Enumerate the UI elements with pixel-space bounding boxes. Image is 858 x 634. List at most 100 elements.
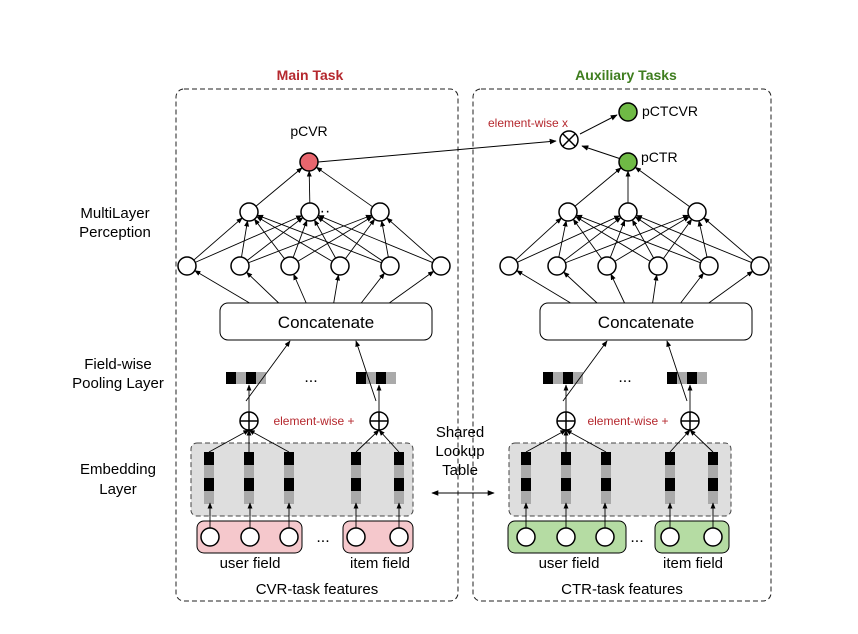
edge: [614, 216, 690, 262]
input-node: [556, 527, 576, 547]
mlp-label-line2: Perception: [79, 224, 151, 241]
embedding-column: [351, 452, 361, 504]
hidden-node: [597, 256, 617, 276]
edge: [610, 273, 625, 304]
input-node: [595, 527, 615, 547]
ctr-item-field-label: item field: [663, 555, 723, 572]
edge: [355, 429, 380, 453]
ctr-features-caption: CTR-task features: [561, 581, 683, 598]
hidden-node: [431, 256, 451, 276]
embedding-column: [204, 452, 214, 504]
sum-label: element-wise +: [273, 414, 354, 428]
embedding-column: [665, 452, 675, 504]
edge: [317, 215, 433, 263]
edge: [609, 219, 626, 258]
hidden-node: [300, 202, 320, 222]
edge: [256, 216, 333, 262]
embedding-column: [244, 452, 254, 504]
input-node: [660, 527, 680, 547]
hidden-node: [499, 256, 519, 276]
main-task-panel: [175, 88, 459, 602]
edge: [386, 217, 435, 261]
edge: [565, 429, 607, 453]
edge: [315, 166, 373, 208]
cvr-item-field-label: item field: [350, 555, 410, 572]
embedding-label-line1: Embedding: [80, 461, 156, 478]
edge: [256, 214, 382, 264]
edge: [562, 340, 608, 402]
pooled-vector: [543, 372, 583, 384]
concatenate-label: Concatenate: [598, 313, 694, 332]
hidden-node: [239, 202, 259, 222]
edge: [635, 214, 752, 264]
edge: [360, 272, 385, 304]
edge: [558, 220, 568, 258]
edge: [703, 217, 754, 261]
concatenate-box: [219, 302, 433, 341]
fields-ellipsis: ...: [316, 529, 329, 546]
edge: [697, 220, 708, 258]
edge: [680, 272, 704, 304]
pcvr-node: [299, 152, 319, 172]
hidden-node: [558, 202, 578, 222]
edge: [631, 219, 655, 259]
multiply-label: element-wise x: [488, 116, 568, 130]
edge: [241, 220, 250, 258]
main-task-tower: ··Concatenate...element-wise +...: [177, 152, 451, 554]
edge: [563, 217, 622, 261]
multiply-to-pctcvr-edge: [579, 114, 618, 135]
edge: [565, 214, 690, 264]
edge: [254, 218, 285, 260]
pooling-label-line1: Field-wise: [84, 356, 152, 373]
edge: [193, 217, 243, 261]
hidden-node: [370, 202, 390, 222]
hidden-node: [330, 256, 350, 276]
pooling-label-line2: Pooling Layer: [72, 375, 164, 392]
edge: [572, 218, 603, 259]
input-node: [200, 527, 220, 547]
edge: [316, 216, 383, 262]
embedding-box: [508, 442, 732, 517]
sum-operator: [369, 411, 389, 431]
edge: [195, 215, 303, 263]
input-node: [516, 527, 536, 547]
concatenate-box: [539, 302, 753, 341]
cvr-user-field-label: user field: [220, 555, 281, 572]
edge: [662, 218, 693, 259]
pooling-ellipsis: ...: [618, 369, 631, 386]
edge: [575, 214, 701, 264]
input-node: [389, 527, 409, 547]
pooled-vector: [667, 372, 707, 384]
edge: [355, 340, 377, 402]
concatenate-label: Concatenate: [278, 313, 374, 332]
shared-label-line2: Lookup: [435, 443, 484, 460]
pctr-label: pCTR: [641, 149, 678, 165]
input-node: [703, 527, 723, 547]
hidden-node: [380, 256, 400, 276]
edge: [517, 215, 621, 263]
edge: [378, 429, 400, 453]
edge: [246, 217, 304, 261]
edge: [248, 429, 290, 453]
edge: [708, 270, 754, 304]
edge: [313, 219, 337, 259]
edge: [293, 273, 307, 304]
multiply-operator: [559, 130, 579, 150]
input-node: [346, 527, 366, 547]
aux-task-panel: [472, 88, 772, 602]
hidden-node: [648, 256, 668, 276]
embedding-column: [284, 452, 294, 504]
embedding-column: [561, 452, 571, 504]
edge: [388, 270, 435, 304]
edge: [248, 214, 373, 264]
edge: [344, 218, 376, 260]
pctr-to-multiply-edge: [581, 145, 622, 160]
edge: [574, 167, 622, 207]
edge: [246, 271, 280, 304]
edge: [575, 216, 651, 262]
pooling-ellipsis: ...: [304, 369, 317, 386]
pooled-vector: [226, 372, 266, 384]
edge: [516, 270, 571, 304]
sum-operator: [556, 411, 576, 431]
aux-task-title: Auxiliary Tasks: [575, 67, 677, 83]
